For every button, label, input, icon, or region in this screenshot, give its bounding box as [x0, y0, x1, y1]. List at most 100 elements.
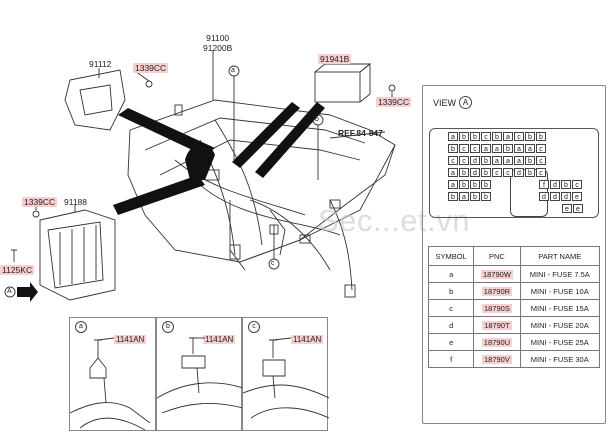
watermark: Sec...et.vn: [318, 203, 470, 238]
legend-header-row: SYMBOL PNC PART NAME: [427, 246, 601, 266]
fuse-slot: d: [539, 192, 549, 201]
legend-part-name: MINI - FUSE 30A: [519, 350, 601, 368]
fuse-slot: b: [448, 144, 458, 153]
dashboard-outline: [127, 99, 396, 263]
fuse-slot: c: [503, 168, 513, 177]
legend-symbol: e: [427, 333, 475, 351]
fuse-slot: a: [459, 192, 469, 201]
fuse-slot: b: [448, 192, 458, 201]
callout-ref: REF.84-847: [338, 128, 383, 138]
fuse-slot: a: [492, 156, 502, 165]
detail-view-c: c 1141AN: [242, 317, 329, 431]
fuse-slot: a: [448, 168, 458, 177]
legend-part-name: MINI - FUSE 7.5A: [519, 265, 601, 283]
fuse-slot: d: [550, 192, 560, 201]
fuse-slot: b: [459, 180, 469, 189]
legend-symbol: c: [427, 299, 475, 317]
fuse-slot: c: [536, 156, 546, 165]
legend-pnc: 18790U: [481, 337, 513, 347]
fuse-slot: c: [459, 156, 469, 165]
legend-symbol: a: [427, 265, 475, 283]
legend-part-name: MINI - FUSE 10A: [519, 282, 601, 300]
legend-pnc: 18790S: [482, 303, 512, 313]
legend-symbol: b: [427, 282, 475, 300]
legend-header-symbol: SYMBOL: [427, 246, 475, 266]
detail-part: 1141AN: [114, 335, 147, 344]
fuse-slot: a: [503, 132, 513, 141]
legend-row: f 18790V MINI - FUSE 30A: [427, 350, 601, 368]
fuse-slot: b: [525, 132, 535, 141]
legend-row: b 18790R MINI - FUSE 10A: [427, 282, 601, 300]
fuse-slot: e: [573, 204, 583, 213]
marker-view-a-label: A: [7, 288, 12, 295]
callout-91188: 91188: [64, 197, 88, 207]
detail-letter: b: [162, 321, 174, 333]
view-arrow-icon: [17, 282, 38, 302]
legend-part-name: MINI - FUSE 20A: [519, 316, 601, 334]
fuse-slot: c: [470, 144, 480, 153]
callout-91100-group: 91100 91200B: [202, 33, 233, 53]
module-91941b: [314, 71, 361, 103]
fuse-slot: b: [481, 168, 491, 177]
fuse-slot: d: [514, 168, 524, 177]
detail-part: 1141AN: [203, 335, 236, 344]
fuse-slot: b: [503, 144, 513, 153]
fuse-slot: b: [481, 192, 491, 201]
callout-1125kc: 1125KC: [0, 265, 35, 275]
detail-c-drawing: [243, 337, 329, 419]
fuse-slot: b: [481, 156, 491, 165]
view-title: VIEW A: [433, 96, 473, 109]
marker-b-label: b: [315, 116, 319, 123]
fuse-slot: a: [525, 144, 535, 153]
legend-symbol: f: [427, 350, 475, 368]
legend-symbol: d: [427, 316, 475, 334]
fuse-slot: b: [492, 132, 502, 141]
fuse-slot: b: [459, 132, 469, 141]
fuse-slot: d: [550, 180, 560, 189]
legend-pnc-cell: 18790R: [473, 282, 521, 300]
view-circle: A: [459, 96, 473, 109]
legend-part-name: MINI - FUSE 25A: [519, 333, 601, 351]
fuse-slot: a: [514, 144, 524, 153]
callout-91941b: 91941B: [318, 54, 352, 64]
fuse-slot: d: [470, 168, 480, 177]
legend-row: e 18790U MINI - FUSE 25A: [427, 333, 601, 351]
fuse-slot: a: [448, 180, 458, 189]
fuse-slot: e: [562, 204, 572, 213]
part-91112: [64, 69, 126, 131]
fuse-slot: a: [448, 132, 458, 141]
detail-b-drawing: [157, 337, 243, 414]
callout-1339cc-top: 1339CC: [133, 63, 169, 73]
fuse-slot: c: [536, 144, 546, 153]
detail-letter: c: [248, 321, 260, 333]
legend-pnc: 18790R: [481, 286, 513, 296]
legend-header-pnc: PNC: [473, 246, 521, 266]
fuse-slot: a: [492, 144, 502, 153]
fuse-slot: d: [561, 192, 571, 201]
fuse-slot: c: [492, 168, 502, 177]
callout-91100: 91100: [206, 33, 230, 43]
detail-part: 1141AN: [291, 335, 324, 344]
fuse-slot: b: [525, 168, 535, 177]
fuse-slot: b: [525, 156, 535, 165]
fuse-slot: c: [459, 144, 469, 153]
marker-a-label: a: [231, 67, 235, 74]
fuse-slot: b: [481, 180, 491, 189]
fuse-slot: c: [572, 180, 582, 189]
detail-letter: a: [75, 321, 87, 333]
legend-pnc: 18790V: [482, 354, 512, 364]
fuse-slot: e: [572, 192, 582, 201]
fuse-slot: b: [470, 192, 480, 201]
fuse-slot: b: [470, 132, 480, 141]
